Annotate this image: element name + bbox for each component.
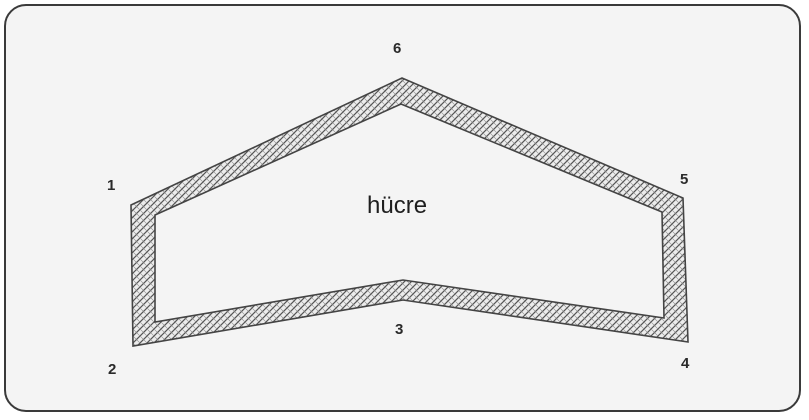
vertex-label-4: 4 [681,355,690,372]
cell-label: hücre [367,192,427,219]
vertex-label-5: 5 [680,171,688,188]
cell-wall [130,77,689,347]
vertex-label-3: 3 [395,321,403,338]
vertex-label-1: 1 [107,177,115,194]
vertex-label-6: 6 [393,40,401,57]
vertex-label-2: 2 [108,361,116,378]
